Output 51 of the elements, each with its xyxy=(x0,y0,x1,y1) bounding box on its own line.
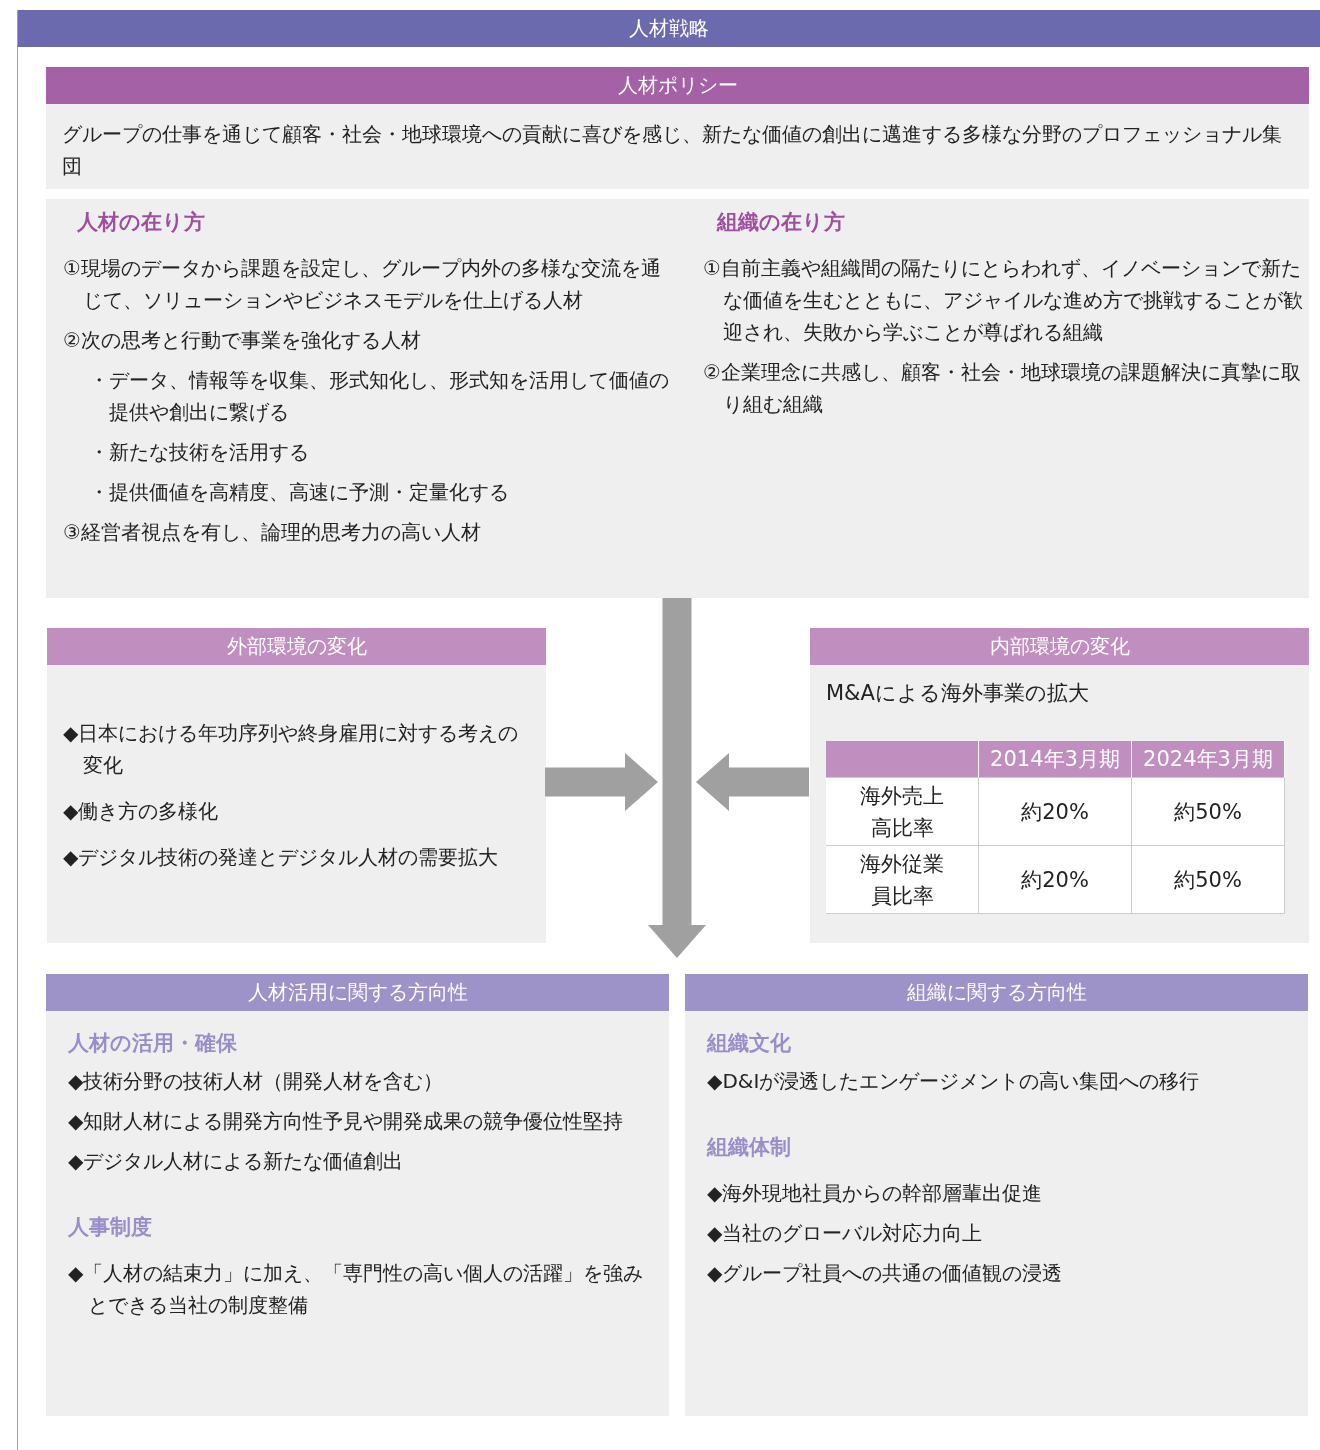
list-item: ◆日本における年功序列や終身雇用に対する考えの変化 xyxy=(63,720,520,779)
section-heading: 人材の活用・確保 xyxy=(68,1030,238,1057)
card-panel xyxy=(46,67,1309,189)
table-cell: 海外売上高比率 xyxy=(826,778,979,846)
panel-background xyxy=(46,199,1309,598)
list-item: ◆技術分野の技術人材（開発人材を含む） xyxy=(68,1068,445,1095)
section-heading: 人事制度 xyxy=(68,1214,153,1241)
list-item: ・提供価値を高精度、高速に予測・定量化する xyxy=(88,479,510,506)
frame-panel xyxy=(17,10,1320,1450)
list-item: ①現場のデータから課題を設定し、グループ内外の多様な交流を通じて、ソリューションやビジネスモデルを仕上げる人材 xyxy=(63,255,662,314)
table-cell: 海外従業員比率 xyxy=(826,846,979,914)
table-cell: 約20% xyxy=(979,846,1132,914)
list-item: ◆「人材の結束力」に加え、「専門性の高い個人の活躍」を強みとできる当社の制度整備 xyxy=(68,1260,645,1319)
title-band: 人材戦略 xyxy=(18,10,1320,47)
list-item: ③経営者視点を有し、論理的思考力の高い人材 xyxy=(63,519,482,546)
panel-header: 内部環境の変化 xyxy=(810,628,1309,665)
list-item: ・データ、情報等を収集、形式知化し、形式知を活用して価値の提供や創出に繋げる xyxy=(88,367,670,426)
panel-header: 外部環境の変化 xyxy=(47,628,546,665)
card-panel xyxy=(685,974,1308,1416)
list-item: ②企業理念に共感し、顧客・社会・地球環境の課題解決に真摯に取り組む組織 xyxy=(703,359,1302,418)
section-heading: 組織の在り方 xyxy=(717,209,846,236)
section-heading: 組織体制 xyxy=(707,1134,792,1161)
list-item: ②次の思考と行動で事業を強化する人材 xyxy=(63,327,422,354)
list-item: ◆当社のグローバル対応力向上 xyxy=(707,1220,984,1247)
list-item: ◆働き方の多様化 xyxy=(63,798,220,825)
table-cell: 約50% xyxy=(1132,778,1285,846)
arrow xyxy=(545,753,658,811)
panel-header: 人材ポリシー xyxy=(46,67,1309,104)
table-header: 2014年3月期 xyxy=(979,741,1132,778)
list-item: ◆デジタル人材による新たな価値創出 xyxy=(68,1148,405,1175)
table-cell: 約50% xyxy=(1132,846,1285,914)
list-item: ・新たな技術を活用する xyxy=(88,439,310,466)
section-heading: 組織文化 xyxy=(707,1030,792,1057)
panel-header: 人材活用に関する方向性 xyxy=(46,974,669,1011)
list-item: ◆知財人材による開発方向性予見や開発成果の競争優位性堅持 xyxy=(68,1108,625,1135)
card-panel xyxy=(46,974,669,1416)
policy-text: グループの仕事を通じて顧客・社会・地球環境への貢献に喜びを感じ、新たな価値の創出に邁進する多様な分野のプロフェッショナル集団 xyxy=(62,121,1283,180)
arrow xyxy=(648,598,706,958)
list-item: ◆海外現地社員からの幹部層輩出促進 xyxy=(707,1180,1044,1207)
card-panel xyxy=(47,628,546,943)
section-heading: 人材の在り方 xyxy=(77,209,206,236)
list-item: ◆D&Iが浸透したエンゲージメントの高い集団への移行 xyxy=(707,1068,1201,1095)
list-item: ◆グループ社員への共通の価値観の浸透 xyxy=(707,1260,1064,1287)
arrow xyxy=(696,753,809,811)
list-item: ①自前主義や組織間の隔たりにとらわれず、イノベーションで新たな価値を生むとともに、アジャイルな進め方で挑戦することが歓迎され、失敗から学ぶことが尊ばれる組織 xyxy=(703,255,1303,346)
table-cell: 約20% xyxy=(979,778,1132,846)
list-item: ◆デジタル技術の発達とデジタル人材の需要拡大 xyxy=(63,844,500,871)
table-header: 2024年3月期 xyxy=(1132,741,1285,778)
card-panel xyxy=(810,628,1309,943)
panel-header: 組織に関する方向性 xyxy=(685,974,1308,1011)
body-text: M&Aによる海外事業の拡大 xyxy=(826,680,1090,707)
